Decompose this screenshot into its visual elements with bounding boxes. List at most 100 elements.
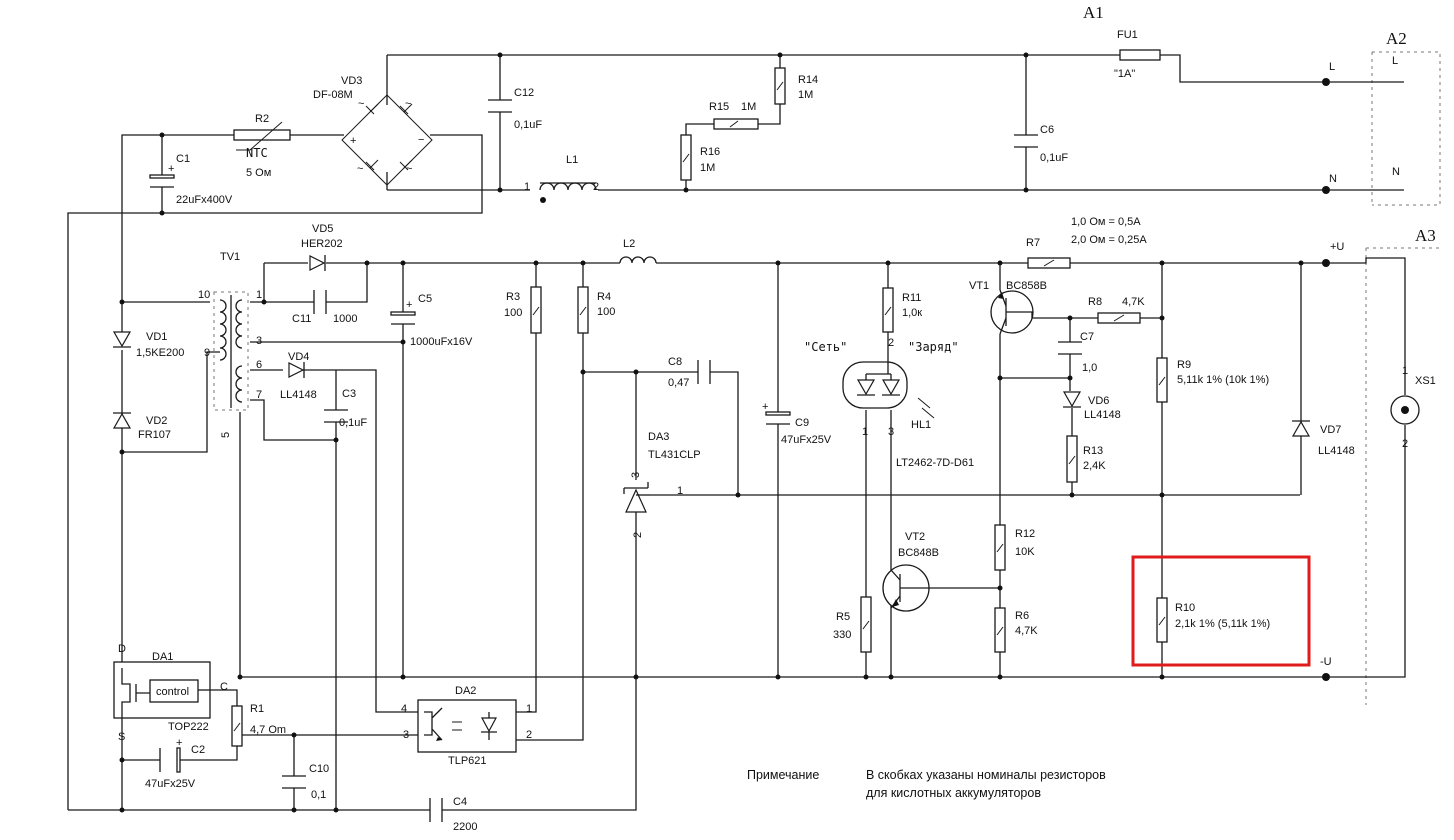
svg-text:~: ~ — [406, 163, 412, 175]
svg-text:−: − — [418, 134, 424, 146]
r12-ref: R12 — [1015, 528, 1035, 540]
diode-vd4: VD4 LL4148 — [280, 351, 317, 401]
c6-value: 0,1uF — [1040, 152, 1068, 164]
c4-value: 2200 — [453, 821, 477, 833]
transformer-tv1: TV1 10 1 3 9 6 7 5 — [198, 251, 262, 438]
vd3-ref: VD3 — [341, 75, 362, 87]
da1-pin-d: D — [118, 643, 126, 655]
r3-value: 100 — [504, 307, 522, 319]
svg-text:+: + — [350, 135, 356, 147]
resistor-r3: R3 100 — [504, 286, 542, 334]
c10-value: 0,1 — [311, 789, 326, 801]
tv1-pin-5: 5 — [220, 432, 232, 438]
svg-text:+: + — [762, 401, 768, 413]
r8-value: 4,7K — [1122, 296, 1145, 308]
terminal-plus-u: +U — [1330, 241, 1344, 253]
hl1-ref: HL1 — [911, 419, 931, 431]
resistor-r13: R13 2,4K — [1066, 435, 1106, 483]
vt1-ref: VT1 — [969, 280, 989, 292]
r5-value: 330 — [833, 629, 851, 641]
tv1-ref: TV1 — [220, 251, 240, 263]
da1-pin-s: S — [118, 731, 125, 743]
da2-pin-4: 4 — [401, 703, 407, 715]
r2-value: 5 Ом — [246, 167, 271, 179]
c10-ref: C10 — [309, 763, 329, 775]
diode-vd6: VD6 LL4148 — [1062, 391, 1121, 421]
vd6-value: LL4148 — [1084, 409, 1121, 421]
bridge-vd3: ~ ~ ~ ~ + − VD3 DF-08M — [313, 75, 433, 186]
tv1-pin-1: 1 — [256, 289, 262, 301]
fu1-ref: FU1 — [1117, 29, 1138, 41]
pwm-controller-da1: control DA1 TOP222 D S C — [113, 643, 228, 743]
capacitor-c2: + C2 47uFx25V — [145, 737, 205, 790]
c1-ref: C1 — [176, 153, 190, 165]
r10-value: 2,1k 1% (5,11k 1%) — [1175, 618, 1270, 630]
xs1-ref: XS1 — [1415, 375, 1436, 387]
r11-ref: R11 — [902, 292, 921, 304]
da1-value: TOP222 — [168, 721, 209, 733]
r11-value: 1,0к — [902, 307, 922, 319]
r9-value: 5,11k 1% (10k 1%) — [1177, 374, 1269, 386]
terminal-n-out: N — [1392, 166, 1400, 178]
da3-value: TL431CLP — [648, 449, 701, 461]
capacitor-c3: C3 0,1uF — [324, 388, 367, 429]
da2-pin-1: 1 — [526, 703, 532, 715]
resistor-r14: R14 1M — [774, 67, 818, 105]
vd2-ref: VD2 — [146, 415, 167, 427]
diode-vd5: VD5 HER202 — [301, 223, 343, 271]
vd1-ref: VD1 — [146, 331, 167, 343]
r3-ref: R3 — [506, 291, 520, 303]
r10-highlight-box — [1131, 555, 1311, 667]
xs1-pin2: 2 — [1402, 438, 1408, 450]
terminal-n-in: N — [1329, 173, 1337, 185]
tv1-pin-10: 10 — [198, 289, 210, 301]
resistor-r8: R8 4,7K — [1088, 296, 1145, 324]
r16-ref: R16 — [700, 146, 720, 158]
c6-ref: C6 — [1040, 124, 1054, 136]
l1-pin1: 1 — [524, 181, 530, 193]
resistor-r6: R6 4,7K — [994, 607, 1038, 653]
hl1-label-net: "Сеть" — [804, 340, 847, 354]
terminal-l-in: L — [1329, 61, 1335, 73]
r4-value: 100 — [597, 306, 615, 318]
terminal-n: N N — [1322, 166, 1404, 194]
svg-text:+: + — [406, 299, 412, 311]
l1-ref: L1 — [566, 154, 578, 166]
resistor-r1: R1 4,7 Om — [231, 703, 286, 747]
vd4-ref: VD4 — [288, 351, 309, 363]
da2-pin-2: 2 — [526, 729, 532, 741]
r12-value: 10K — [1015, 546, 1035, 558]
svg-text:~: ~ — [358, 98, 364, 110]
block-a2-label: A2 — [1386, 29, 1407, 48]
capacitor-c7: C7 1,0 — [1058, 331, 1097, 374]
c5-value: 1000uFx16V — [410, 336, 473, 348]
da3-ref: DA3 — [648, 431, 669, 443]
r2-ntc: NTC — [246, 146, 268, 160]
diode-vd2: VD2 FR107 — [112, 412, 171, 441]
da1-ref: DA1 — [152, 651, 173, 663]
vd1-value: 1,5KE200 — [136, 347, 184, 359]
c4-ref: C4 — [453, 796, 467, 808]
r7-note2: 2,0 Ом = 0,25А — [1071, 234, 1147, 246]
l1-pin2: 2 — [593, 181, 599, 193]
vd7-value: LL4148 — [1318, 445, 1355, 457]
c7-ref: C7 — [1080, 331, 1094, 343]
r6-value: 4,7K — [1015, 625, 1038, 637]
vd7-ref: VD7 — [1320, 424, 1341, 436]
hl1-pin-2: 2 — [888, 337, 894, 349]
c9-value: 47uFx25V — [781, 434, 832, 446]
hl1-pin-3: 3 — [888, 426, 894, 438]
terminal-l-out: L — [1392, 55, 1398, 67]
mains-wiring — [67, 54, 1326, 810]
svg-text:+: + — [176, 737, 182, 749]
c12-value: 0,1uF — [514, 119, 542, 131]
resistor-r4: R4 100 — [577, 286, 615, 334]
vd3-value: DF-08M — [313, 89, 353, 101]
diode-vd7: VD7 LL4148 — [1291, 420, 1355, 457]
r16-value: 1M — [700, 162, 715, 174]
terminal-l: L L — [1322, 55, 1404, 86]
c8-ref: C8 — [668, 356, 682, 368]
capacitor-c10: C10 0,1 — [282, 763, 329, 801]
capacitor-c6: C6 0,1uF — [1014, 124, 1068, 164]
